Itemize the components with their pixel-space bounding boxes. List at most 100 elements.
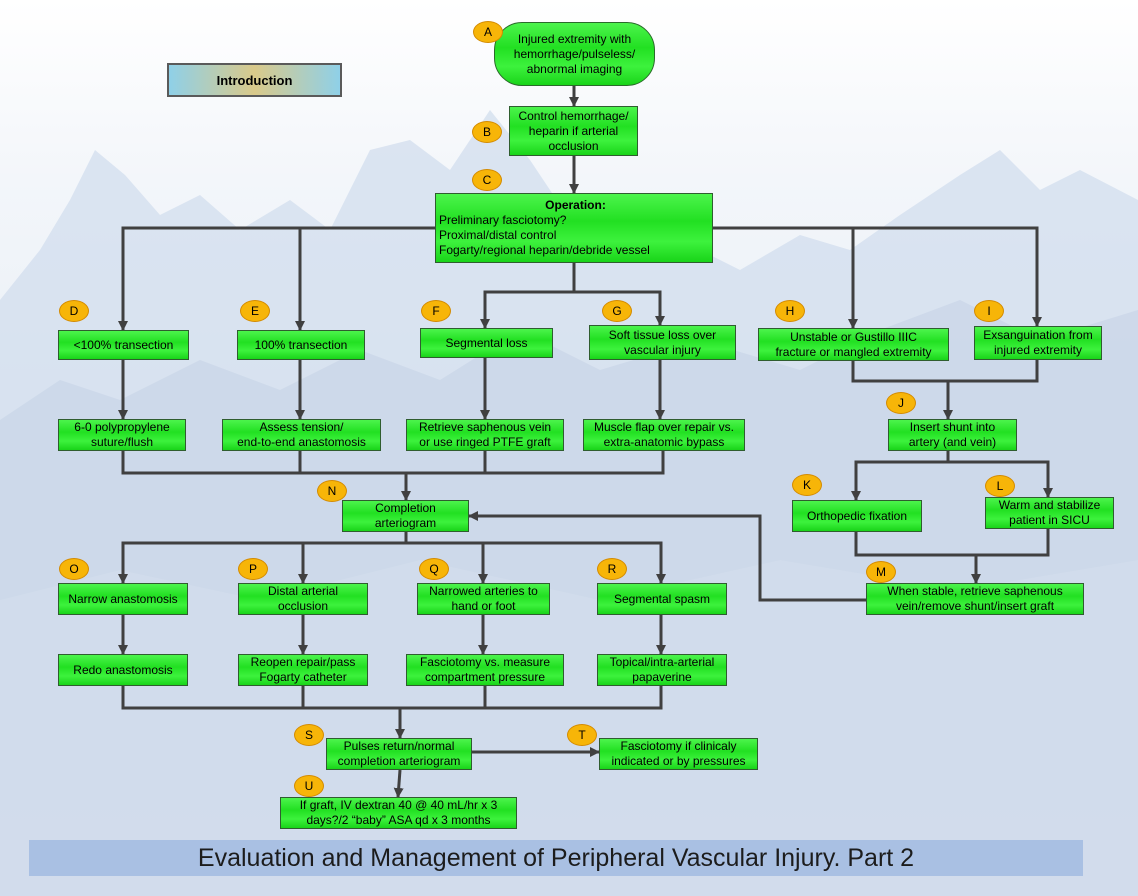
- node-text-line: papaverine: [632, 670, 692, 684]
- node-text-line: heparin if arterial: [528, 123, 619, 138]
- node-text-line: occlusion: [548, 138, 599, 153]
- step-badge-i: I: [974, 300, 1004, 322]
- step-badge-l: L: [985, 475, 1015, 497]
- node-text-line: end-to-end anastomosis: [237, 435, 366, 449]
- step-badge-t: T: [567, 724, 597, 746]
- node-text-line: Fogarty/regional heparin/debride vessel: [439, 243, 650, 257]
- node-text-line: Insert shunt into: [909, 420, 996, 434]
- connector-line: [118, 532, 408, 584]
- node-text-line: patient in SICU: [1009, 513, 1090, 527]
- node-text-line: Pulses return/normal: [343, 739, 455, 753]
- step-badge-q: Q: [419, 558, 449, 580]
- connector-line: [851, 451, 950, 501]
- node-text-line: or use ringed PTFE graft: [419, 435, 551, 449]
- connector-line: [574, 290, 665, 326]
- node-text-line: Orthopedic fixation: [806, 508, 908, 523]
- slide-title: Evaluation and Management of Peripheral …: [29, 840, 1083, 876]
- node-text-line: When stable, retrieve saphenous: [887, 584, 1063, 598]
- node-r: Segmental spasm: [597, 583, 727, 615]
- node-e2: Assess tension/end-to-end anastomosis: [222, 419, 381, 451]
- node-text-line: 100% transection: [254, 337, 348, 352]
- connector-line: [406, 541, 666, 584]
- node-text-line: Proximal/distal control: [439, 228, 557, 242]
- connector-line: [121, 451, 665, 475]
- connector-line: [853, 226, 1042, 327]
- node-heading: Operation:: [545, 198, 606, 212]
- node-text-line: Reopen repair/pass: [250, 655, 356, 669]
- node-o: Narrow anastomosis: [58, 583, 188, 615]
- step-badge-p: P: [238, 558, 268, 580]
- connector-line: [851, 360, 1039, 383]
- step-badge-g: G: [602, 300, 632, 322]
- node-text-line: injured extremity: [993, 343, 1083, 357]
- node-text-line: arteriogram: [374, 516, 437, 530]
- step-badge-c: C: [472, 169, 502, 191]
- node-text-line: Fogarty catheter: [259, 670, 347, 684]
- node-text-line: Retrieve saphenous vein: [418, 420, 552, 434]
- node-text-line: extra-anatomic bypass: [603, 435, 725, 449]
- node-text-line: Preliminary fasciotomy?: [439, 213, 567, 227]
- node-text-line: <100% transection: [73, 337, 174, 352]
- node-text-line: Fasciotomy if clinicaly: [620, 739, 737, 753]
- node-text-line: Unstable or Gustillo IIIC: [790, 329, 917, 344]
- node-text-line: Narrow anastomosis: [68, 591, 178, 606]
- node-text-line: vascular injury: [624, 342, 701, 357]
- node-text-line: indicated or by pressures: [611, 754, 746, 768]
- node-text-line: Segmental loss: [445, 335, 528, 350]
- node-f: Segmental loss: [420, 328, 553, 358]
- node-g2: Muscle flap over repair vs.extra-anatomi…: [583, 419, 745, 451]
- step-badge-d: D: [59, 300, 89, 322]
- node-text-line: artery (and vein): [908, 435, 997, 449]
- node-text-line: Topical/intra-arterial: [609, 655, 715, 669]
- node-text-line: days?/2 “baby” ASA qd x 3 months: [306, 813, 491, 827]
- connector-line: [393, 769, 404, 798]
- node-text-line: Muscle flap over repair vs.: [593, 420, 735, 434]
- node-text-line: Redo anastomosis: [73, 662, 173, 677]
- node-text-line: occlusion: [277, 599, 329, 613]
- node-text-line: Soft tissue loss over: [608, 327, 717, 342]
- node-text-line: hemorrhage/pulseless/: [513, 46, 636, 61]
- step-badge-h: H: [775, 300, 805, 322]
- step-badge-o: O: [59, 558, 89, 580]
- connector-line: [118, 226, 435, 331]
- node-text-line: If graft, IV dextran 40 @ 40 mL/hr x 3: [299, 798, 498, 812]
- node-text-line: Fasciotomy vs. measure: [419, 655, 551, 669]
- step-badge-u: U: [294, 775, 324, 797]
- node-text-line: Assess tension/: [259, 420, 344, 434]
- node-text-line: vein/remove shunt/insert graft: [895, 599, 1055, 613]
- node-text-line: hand or foot: [451, 599, 516, 613]
- node-d: <100% transection: [58, 330, 189, 360]
- node-text-line: abnormal imaging: [526, 61, 623, 76]
- node-e: 100% transection: [237, 330, 365, 360]
- node-text-line: compartment pressure: [424, 670, 546, 684]
- node-text-line: Warm and stabilize: [998, 498, 1101, 512]
- node-o2: Redo anastomosis: [58, 654, 188, 686]
- node-c: Operation:Preliminary fasciotomy?Proxima…: [435, 193, 713, 263]
- node-text-line: Control hemorrhage/: [518, 108, 629, 123]
- connector-line: [468, 511, 866, 602]
- node-text-line: fracture or mangled extremity: [775, 344, 932, 359]
- step-badge-e: E: [240, 300, 270, 322]
- node-text-line: Narrowed arteries to: [429, 584, 538, 598]
- step-badge-s: S: [294, 724, 324, 746]
- connector-line: [480, 263, 576, 329]
- node-text-line: suture/flush: [90, 435, 154, 449]
- introduction-button[interactable]: Introduction: [167, 63, 342, 97]
- node-text-line: 6-0 polypropylene: [74, 420, 170, 434]
- node-k: Orthopedic fixation: [792, 500, 922, 532]
